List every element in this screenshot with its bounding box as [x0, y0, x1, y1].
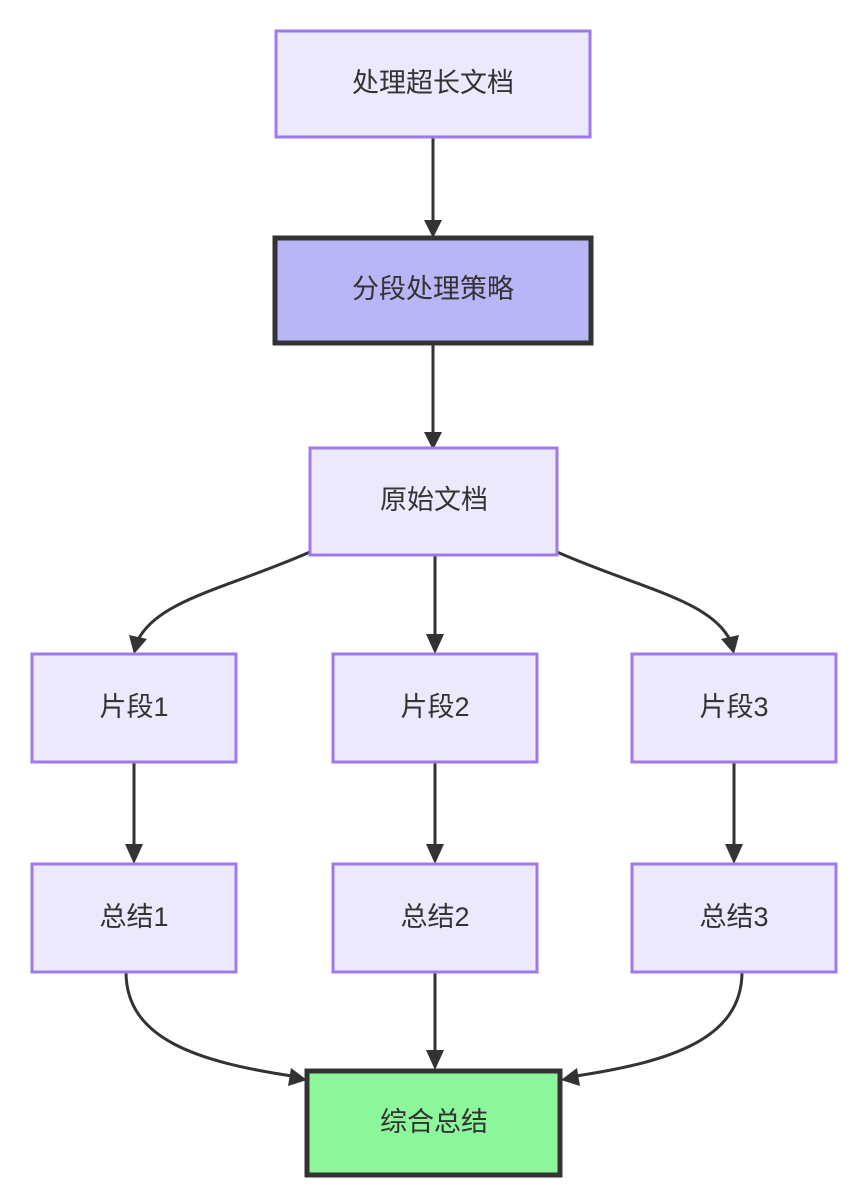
node-summary-3-box[interactable] — [630, 862, 838, 974]
node-process-long-doc-box[interactable] — [274, 29, 592, 139]
node-process-long-doc[interactable]: 处理超长文档 — [274, 29, 592, 139]
node-summary-2-label: 总结2 — [400, 902, 469, 932]
node-chunk-strategy-box[interactable] — [272, 235, 594, 346]
node-summary-2[interactable]: 总结2 — [331, 862, 539, 974]
edge-summary-2-to-final-summary — [426, 972, 444, 1070]
node-chunk-strategy[interactable]: 分段处理策略 — [272, 235, 594, 346]
node-summary-1-box[interactable] — [30, 862, 238, 974]
edge-chunk-strategy-to-source-doc — [424, 345, 442, 450]
node-segment-1-label: 片段1 — [99, 692, 168, 722]
node-source-doc[interactable]: 原始文档 — [308, 446, 559, 557]
edge-summary-1-to-final-summary — [124, 971, 307, 1086]
node-final-summary-box[interactable] — [304, 1068, 563, 1178]
edge-summary-3-to-final-summary — [561, 971, 744, 1086]
node-source-doc-label: 原始文档 — [380, 485, 488, 515]
node-summary-3[interactable]: 总结3 — [630, 862, 838, 974]
node-summary-3-label: 总结3 — [699, 902, 768, 932]
node-summary-1-label: 总结1 — [99, 902, 168, 932]
node-segment-3[interactable]: 片段3 — [630, 652, 838, 764]
node-segment-1-box[interactable] — [30, 652, 238, 764]
edge-source-doc-to-segment-1 — [129, 550, 311, 654]
nodes-layer: 处理超长文档 分段处理策略 原始文档 片段1 片段2 — [30, 29, 838, 1178]
edge-source-doc-to-segment-2 — [426, 555, 444, 654]
node-process-long-doc-label: 处理超长文档 — [352, 68, 514, 98]
edge-segment-3-to-summary-3 — [725, 762, 743, 864]
edge-process-long-doc-to-chunk-strategy — [424, 137, 442, 238]
node-source-doc-box[interactable] — [308, 446, 559, 557]
node-segment-2[interactable]: 片段2 — [331, 652, 539, 764]
node-segment-2-box[interactable] — [331, 652, 539, 764]
edge-segment-1-to-summary-1 — [125, 762, 143, 864]
edge-source-doc-to-segment-3 — [556, 550, 739, 654]
node-summary-2-box[interactable] — [331, 862, 539, 974]
node-summary-1[interactable]: 总结1 — [30, 862, 238, 974]
node-chunk-strategy-label: 分段处理策略 — [352, 274, 514, 304]
node-segment-2-label: 片段2 — [400, 692, 469, 722]
node-segment-3-box[interactable] — [630, 652, 838, 764]
node-final-summary[interactable]: 综合总结 — [304, 1068, 563, 1178]
node-segment-3-label: 片段3 — [699, 692, 768, 722]
node-segment-1[interactable]: 片段1 — [30, 652, 238, 764]
node-final-summary-label: 综合总结 — [380, 1107, 488, 1137]
edges-layer — [124, 137, 744, 1086]
edge-segment-2-to-summary-2 — [426, 762, 444, 864]
